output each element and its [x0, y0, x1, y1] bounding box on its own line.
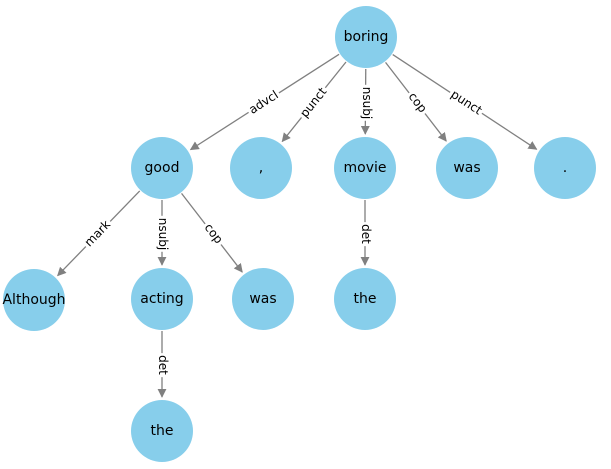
node-word-label: the — [150, 423, 174, 439]
node-word-label: was — [453, 160, 481, 176]
node-although: Although — [2, 269, 66, 331]
node-period: . — [534, 137, 596, 199]
node-word-label: . — [562, 160, 568, 176]
node-word-label: acting — [140, 291, 184, 307]
node-boring: boring — [335, 6, 397, 68]
node-word-label: , — [258, 160, 264, 176]
edge-label-nsubj-movie: nsubj — [358, 84, 374, 121]
node-word-label: Although — [2, 292, 66, 308]
node-word-label: the — [353, 291, 377, 307]
node-acting: acting — [131, 268, 193, 330]
edge-label-det-the-1: det — [358, 221, 373, 246]
node-the-1: the — [334, 268, 396, 330]
node-movie: movie — [334, 137, 396, 199]
edge-label-nsubj-acting: nsubj — [155, 215, 170, 252]
edge-label-det-the-2: det — [155, 353, 170, 377]
node-word-label: good — [144, 160, 180, 176]
node-comma: , — [230, 137, 292, 199]
node-word-label: boring — [343, 29, 389, 45]
node-was-1: was — [436, 137, 498, 199]
node-the-2: the — [131, 400, 193, 462]
node-was-2: was — [232, 268, 294, 330]
node-word-label: was — [249, 291, 277, 307]
node-good: good — [131, 137, 193, 199]
node-word-label: movie — [343, 160, 387, 176]
